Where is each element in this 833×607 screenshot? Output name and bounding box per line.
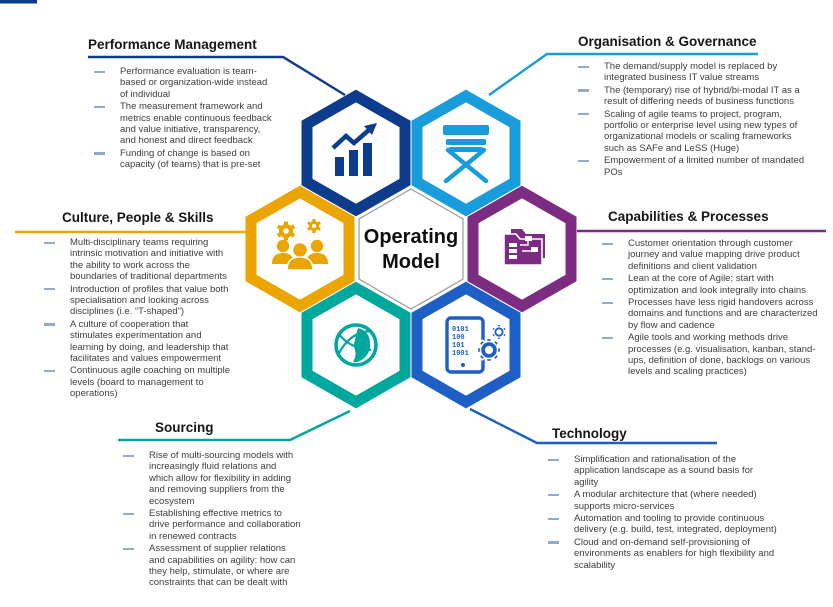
bullet-dash-icon xyxy=(44,241,55,244)
bullet-dash-icon xyxy=(548,517,559,520)
bullet-text: Empowerment of a limited number of manda… xyxy=(604,155,805,178)
bullet-item: Assessment of supplier relations and cap… xyxy=(119,543,301,589)
bullet-item: Funding of change is based on capacity (… xyxy=(90,148,275,171)
bullet-item: Simplification and rationalisation of th… xyxy=(544,454,778,488)
bullet-dash-icon xyxy=(548,541,559,544)
bullet-list-sourcing: Rise of multi-sourcing models with incre… xyxy=(119,450,301,590)
process-folder-icon xyxy=(503,229,545,266)
section-title-performance: Performance Management xyxy=(88,37,257,52)
bullet-text: The measurement framework and metrics en… xyxy=(120,101,272,147)
svg-text:101: 101 xyxy=(452,342,465,350)
bullet-dash-icon xyxy=(548,493,559,496)
bullet-list-technology: Simplification and rationalisation of th… xyxy=(544,454,778,572)
bullet-item: A culture of cooperation that stimulates… xyxy=(40,319,232,365)
bullet-list-performance: Performance evaluation is team-based or … xyxy=(90,66,275,172)
bullet-dash-icon xyxy=(44,288,55,291)
section-title-capabilities: Capabilities & Processes xyxy=(608,209,769,224)
bullet-dash-icon xyxy=(94,152,105,155)
bullet-item: Multi-disciplinary teams requiring intri… xyxy=(40,237,232,283)
bullet-text: A modular architecture that (where neede… xyxy=(574,489,757,512)
bullet-text: Performance evaluation is team-based or … xyxy=(120,66,268,100)
center-label: Operating Model xyxy=(363,226,459,273)
bullet-text: Rise of multi-sourcing models with incre… xyxy=(149,450,294,507)
hexagon-organisation xyxy=(411,89,521,217)
bullet-item: Agile tools and working methods drive pr… xyxy=(598,332,826,378)
bullet-text: Funding of change is based on capacity (… xyxy=(120,147,261,171)
bullet-dash-icon xyxy=(548,458,559,461)
connector-performance xyxy=(88,55,346,97)
bullet-dash-icon xyxy=(94,105,105,108)
section-title-culture: Culture, People & Skills xyxy=(62,210,214,225)
bullet-text: The demand/supply model is replaced by i… xyxy=(604,61,778,84)
section-title-sourcing: Sourcing xyxy=(155,420,214,435)
globe-icon xyxy=(334,323,378,367)
bullet-text: Agile tools and working methods drive pr… xyxy=(628,332,816,378)
bullet-dash-icon xyxy=(123,512,134,515)
section-title-technology: Technology xyxy=(552,426,627,441)
bullet-item: Cloud and on-demand self-provisioning of… xyxy=(544,537,778,571)
section-title-organisation: Organisation & Governance xyxy=(578,34,757,49)
bullet-text: Introduction of profiles that value both… xyxy=(70,283,229,318)
bullet-text: Cloud and on-demand self-provisioning of… xyxy=(574,536,775,571)
bullet-text: Simplification and rationalisation of th… xyxy=(574,454,754,488)
bullet-dash-icon xyxy=(578,89,589,92)
bullet-item: Customer orientation through customer jo… xyxy=(598,238,826,272)
bullet-text: Scaling of agile teams to project, progr… xyxy=(604,108,798,154)
bullet-text: Establishing effective metrics to drive … xyxy=(149,508,301,542)
directors-chair-icon xyxy=(443,125,489,184)
bullet-item: Performance evaluation is team-based or … xyxy=(90,66,275,100)
bullet-text: The (temporary) rise of hybrid/bi-modal … xyxy=(604,84,800,108)
bullet-item: Introduction of profiles that value both… xyxy=(40,284,232,318)
team-gears-icon xyxy=(272,219,328,271)
bullet-text: Automation and tooling to provide contin… xyxy=(574,513,777,536)
bullet-text: Assessment of supplier relations and cap… xyxy=(149,543,296,589)
tablet-code-gear-icon: 0101 100 101 1001 xyxy=(445,316,508,374)
bullet-list-culture: Multi-disciplinary teams requiring intri… xyxy=(40,237,232,401)
connector-sourcing xyxy=(118,409,351,442)
bullet-dash-icon xyxy=(94,70,105,73)
bullet-item: The demand/supply model is replaced by i… xyxy=(574,61,806,84)
bullet-item: Rise of multi-sourcing models with incre… xyxy=(119,450,301,507)
bullet-text: Customer orientation through customer jo… xyxy=(628,238,800,272)
bullet-item: Automation and tooling to provide contin… xyxy=(544,513,778,536)
bullet-dash-icon xyxy=(602,277,613,280)
bullet-text: Processes have less rigid handovers acro… xyxy=(628,297,818,331)
svg-text:1001: 1001 xyxy=(452,350,469,358)
bar-chart-growth-icon xyxy=(331,123,377,176)
bullet-text: Multi-disciplinary teams requiring intri… xyxy=(70,237,227,283)
bullet-dash-icon xyxy=(602,336,613,339)
bullet-dash-icon xyxy=(602,242,613,245)
svg-text:0101: 0101 xyxy=(452,326,469,334)
bullet-dash-icon xyxy=(123,547,134,550)
bullet-dash-icon xyxy=(578,159,589,162)
bullet-item: The measurement framework and metrics en… xyxy=(90,101,275,147)
corner-accent-bar xyxy=(0,0,37,4)
bullet-dash-icon xyxy=(602,301,613,304)
bullet-item: Scaling of agile teams to project, progr… xyxy=(574,109,806,155)
bullet-item: The (temporary) rise of hybrid/bi-modal … xyxy=(574,85,806,108)
bullet-item: A modular architecture that (where neede… xyxy=(544,489,778,512)
bullet-text: A culture of cooperation that stimulates… xyxy=(70,318,229,365)
bullet-dash-icon xyxy=(578,65,589,68)
bullet-dash-icon xyxy=(578,113,589,116)
bullet-list-organisation: The demand/supply model is replaced by i… xyxy=(574,61,806,179)
bullet-dash-icon xyxy=(123,454,134,457)
svg-text:100: 100 xyxy=(452,334,465,342)
bullet-item: Continuous agile coaching on multiple le… xyxy=(40,365,232,399)
bullet-dash-icon xyxy=(44,323,55,326)
connector-organisation xyxy=(488,52,758,96)
bullet-item: Establishing effective metrics to drive … xyxy=(119,508,301,542)
bullet-item: Empowerment of a limited number of manda… xyxy=(574,155,806,178)
bullet-item: Lean at the core of Agile; start with op… xyxy=(598,273,826,296)
bullet-text: Continuous agile coaching on multiple le… xyxy=(70,365,231,400)
bullet-list-capabilities: Customer orientation through customer jo… xyxy=(598,238,826,379)
bullet-dash-icon xyxy=(44,369,55,373)
hexagon-center xyxy=(358,188,464,310)
bullet-text: Lean at the core of Agile; start with op… xyxy=(628,273,806,296)
bullet-item: Processes have less rigid handovers acro… xyxy=(598,297,826,331)
connector-technology xyxy=(469,407,717,445)
